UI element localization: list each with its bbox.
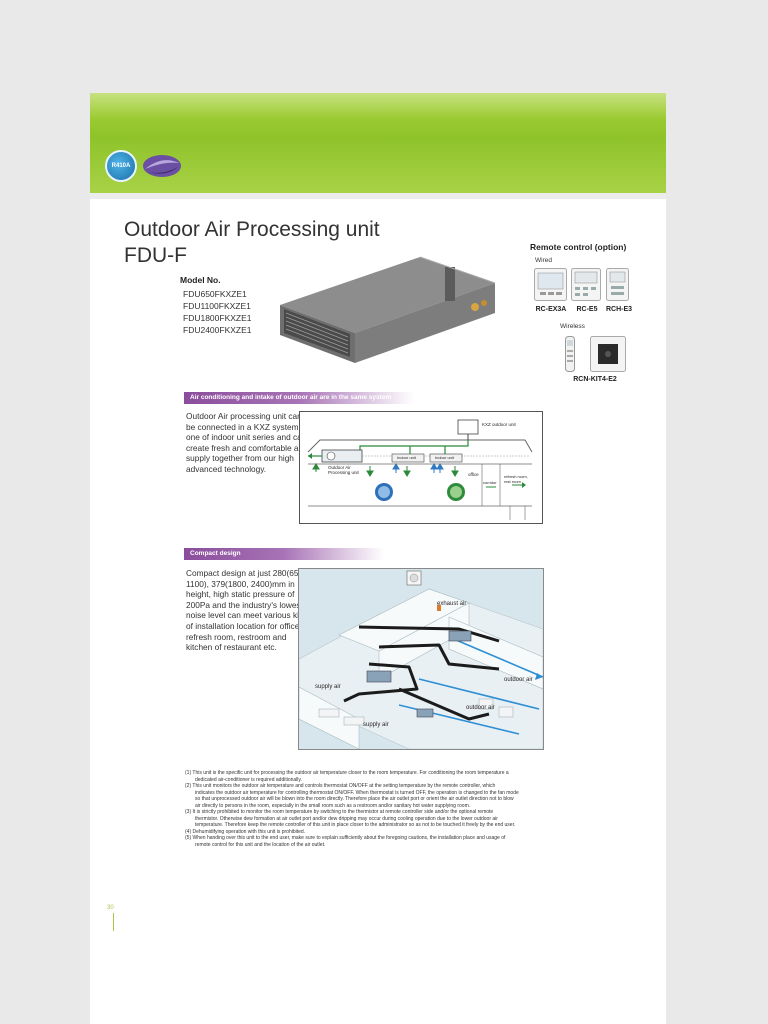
r410a-logo-text: R410A [111, 163, 131, 169]
system-diagram-graphic [307, 419, 533, 520]
page-number-rule [113, 913, 114, 931]
section2-line: noise level can meet various kind [186, 610, 309, 621]
header-band-highlight [90, 93, 666, 119]
section1-paragraph: Outdoor Air processing unit can be conne… [186, 411, 310, 475]
section2-line: 1100), 379(1800, 2400)mm in [186, 578, 295, 589]
system-diagram: KXZ outdoor unit Outdoor Air Processing … [299, 411, 543, 524]
footnote-line: (2) This unit monitors the outdoor air t… [185, 783, 496, 789]
section2-line: kitchen of restaurant etc. [186, 642, 277, 653]
model-item: FDU650FKXZE1 [183, 289, 247, 299]
section2-line: height, high static pressure of [186, 589, 295, 600]
section1-line: one of indoor unit series and can [186, 432, 307, 443]
section1-line: Outdoor Air processing unit can [186, 411, 302, 421]
kxz-unit-label: KXZ outdoor unit [482, 422, 516, 427]
section2-paragraph: Compact design at just 280(650, 1100), 3… [186, 568, 308, 653]
model-item: FDU1800FKXZE1 [183, 313, 252, 323]
page-subtitle: FDU-F [124, 244, 187, 267]
refresh-room-label-line: refresh room, [504, 474, 528, 479]
supply-air-label: supply air [363, 722, 389, 728]
section2-line: Compact design at just 280(650, [186, 568, 306, 578]
footnote-line: so that unprocessed outdoor air will be … [195, 796, 514, 802]
oa-unit-label: Outdoor Air Processing unit [328, 465, 359, 475]
footnote-line: temperature. Therefore keep the remote c… [195, 822, 516, 828]
footnote-line: (5) When handing over this unit to the e… [185, 835, 506, 841]
supply-air-label: supply air [315, 684, 341, 690]
installation-diagram-graphic [299, 570, 543, 749]
header-band: R410A [90, 93, 666, 193]
footnote-line: thermistor. Otherwise dew formation at a… [195, 815, 498, 822]
footnote-line: dedicated air-conditioner is required ad… [195, 776, 302, 783]
footnote-line: (1) This unit is the specific unit for p… [185, 770, 509, 776]
wireless-remote-image [565, 336, 575, 372]
brochure-page: R410A Outdoor Air Processing unit FDU-F … [90, 93, 666, 1024]
header-strip [90, 193, 666, 199]
section1-line: advanced technology. [186, 463, 267, 474]
section1-line: supply together from our high [186, 453, 294, 464]
section1-line: create fresh and comfortable air [186, 442, 304, 453]
section2-line: 200Pa and the industry's lowest [186, 599, 303, 610]
section2-header: Compact design [190, 549, 241, 557]
wireless-label: Wireless [560, 323, 585, 330]
outdoor-air-label: outdoor air [466, 705, 495, 711]
footnote-line: remote control for this unit and the loc… [195, 841, 326, 848]
oa-unit-label-line: Outdoor Air [328, 465, 351, 470]
footnote-line: (4) Dehumidifying operation with this un… [185, 828, 306, 835]
footnote-line: indicates the outdoor air temperature fo… [195, 789, 519, 796]
wired-label: Wired [535, 257, 552, 264]
model-heading: Model No. [180, 275, 221, 285]
section1-header: Air conditioning and intake of outdoor a… [190, 393, 392, 401]
refresh-room-label: refresh room, rest room [504, 474, 528, 484]
office-label: office [468, 472, 479, 477]
section2-header-bar: Compact design [184, 548, 384, 560]
rc-ex3a-image [534, 268, 567, 301]
model-item: FDU1100FKXZE1 [183, 301, 251, 311]
receiver-kit-image [590, 336, 626, 372]
remote-control-title: Remote control (option) [530, 242, 627, 252]
outdoor-air-label: outdoor air [504, 677, 533, 683]
section1-header-bar: Air conditioning and intake of outdoor a… [184, 392, 414, 404]
indoor-unit-label: Indoor unit [397, 455, 416, 460]
rch-e3-image [606, 268, 629, 301]
rch-e3-label: RCH-E3 [605, 306, 633, 313]
rcn-kit4-e2-label: RCN-KIT4-E2 [573, 376, 617, 383]
ducted-unit-image [280, 256, 496, 363]
page-title: Outdoor Air Processing unit [124, 218, 380, 241]
oa-unit-label-line: Processing unit [328, 470, 359, 475]
installation-diagram: exhaust air outdoor air outdoor air supp… [298, 568, 544, 750]
exhaust-air-label: exhaust air [437, 601, 467, 607]
inverter-logo [143, 155, 181, 177]
r410a-logo: R410A [105, 150, 137, 182]
refresh-room-label-line: rest room [504, 479, 521, 484]
indoor-unit-label: Indoor unit [435, 455, 454, 460]
footnote-line: air directly to persons in the room, esp… [195, 802, 471, 809]
footnote-line: (3) It is strictly prohibited to monitor… [185, 809, 494, 815]
rc-e5-image [571, 268, 601, 301]
rc-e5-label: RC-E5 [576, 306, 598, 313]
section2-line: of installation location for office, [186, 620, 302, 631]
section1-line: be connected in a KXZ system as [186, 421, 310, 432]
section2-line: refresh room, restroom and [186, 631, 287, 642]
corridor-label: corridor [483, 480, 497, 485]
page-number: 30 [107, 905, 114, 911]
model-item: FDU2400FKXZE1 [183, 325, 252, 335]
rc-ex3a-label: RC-EX3A [535, 306, 567, 313]
